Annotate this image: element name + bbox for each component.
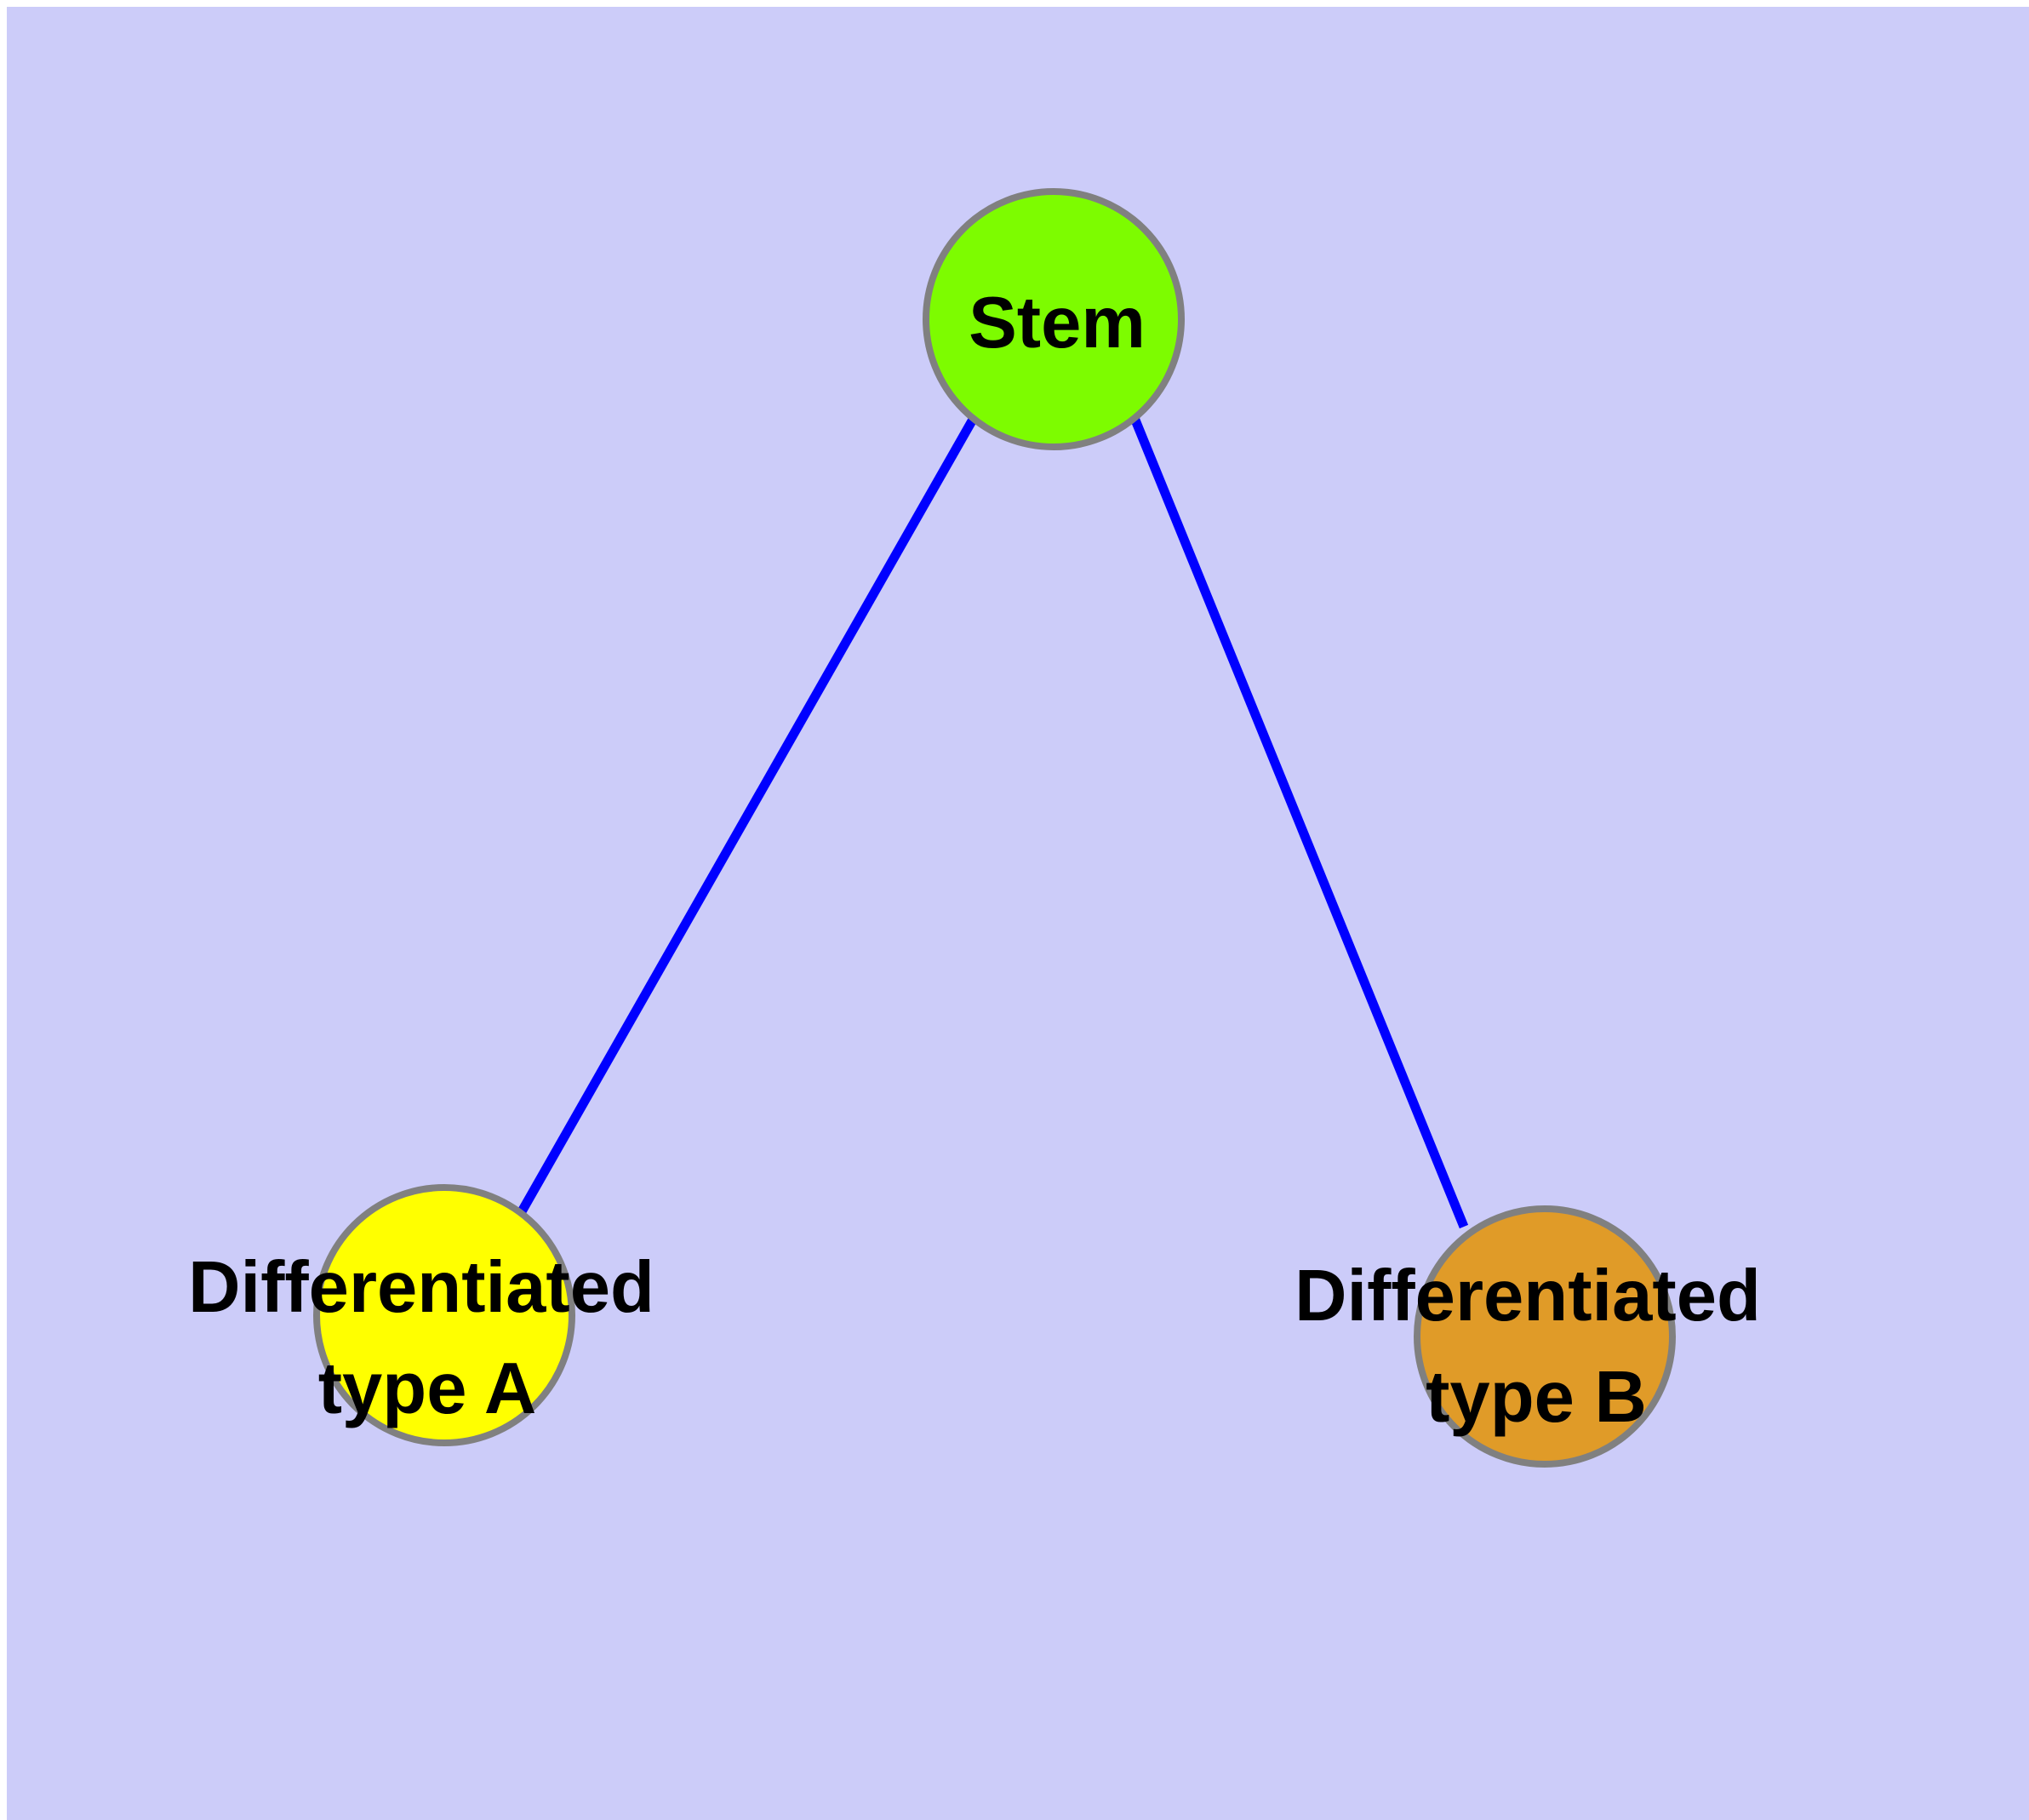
edge-stem-to-differentiated-type-a[interactable] bbox=[513, 415, 978, 1222]
node-label-differentiated-type-b-line1: Differentiated bbox=[1295, 1256, 1761, 1336]
node-label-differentiated-type-a-line2: type A bbox=[318, 1348, 537, 1429]
node-label-stem: Stem bbox=[969, 283, 1146, 363]
diagram-plot-area: Stem Differentiated type A Differentiate… bbox=[7, 7, 2029, 1820]
node-stem[interactable] bbox=[923, 188, 1185, 450]
node-label-differentiated-type-a-line1: Differentiated bbox=[188, 1247, 654, 1328]
node-layer bbox=[313, 188, 1676, 1468]
cell-lineage-graph: Stem Differentiated type A Differentiate… bbox=[188, 188, 1761, 1468]
node-label-differentiated-type-b-line2: type B bbox=[1426, 1357, 1647, 1438]
edge-stem-to-differentiated-type-b[interactable] bbox=[1129, 415, 1469, 1229]
node-differentiated-type-a[interactable] bbox=[313, 1184, 575, 1446]
node-differentiated-type-b[interactable] bbox=[1414, 1205, 1676, 1468]
edge-layer bbox=[513, 415, 1469, 1229]
node-label-layer: Stem Differentiated type A Differentiate… bbox=[188, 283, 1761, 1438]
